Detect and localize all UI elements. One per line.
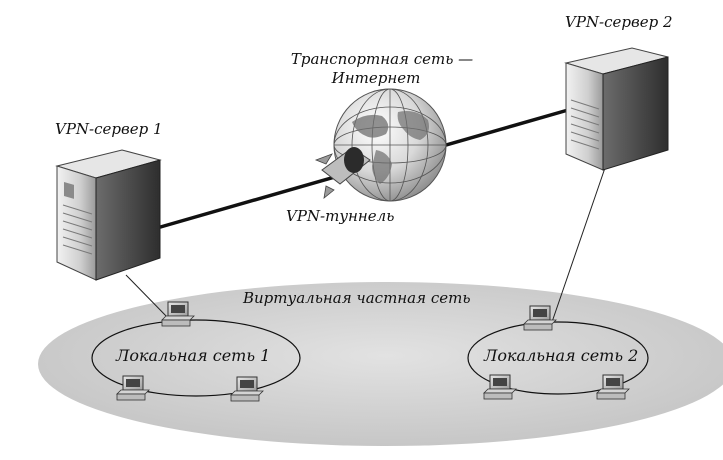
lan1-ring	[91, 319, 301, 397]
workstation-icon	[116, 375, 150, 401]
lan2-ring	[467, 321, 649, 395]
workstation-icon	[230, 376, 264, 402]
link-server2-lan2	[551, 164, 607, 323]
lan2-label: Локальная сеть 2	[483, 346, 638, 365]
server2-label: VPN-сервер 2	[565, 13, 673, 31]
link-server1-lan1	[125, 274, 171, 321]
tunnel-label: VPN-туннель	[286, 207, 394, 225]
lan1-label: Локальная сеть 1	[115, 346, 270, 365]
vpn-label: Виртуальная частная сеть	[242, 289, 470, 307]
server1-label: VPN-сервер 1	[55, 120, 163, 138]
lan1-workstations	[116, 301, 264, 402]
server1-icon	[55, 149, 162, 281]
workstation-icon	[596, 374, 630, 400]
transport-label-line1: Транспортная сеть —	[291, 50, 473, 68]
globe-icon	[314, 88, 447, 202]
transport-label-line2: Интернет	[331, 69, 421, 87]
workstation-icon	[161, 301, 195, 327]
server2-icon	[564, 47, 669, 171]
workstation-icon	[523, 305, 557, 331]
workstation-icon	[483, 374, 517, 400]
lan2-workstations	[483, 305, 630, 400]
